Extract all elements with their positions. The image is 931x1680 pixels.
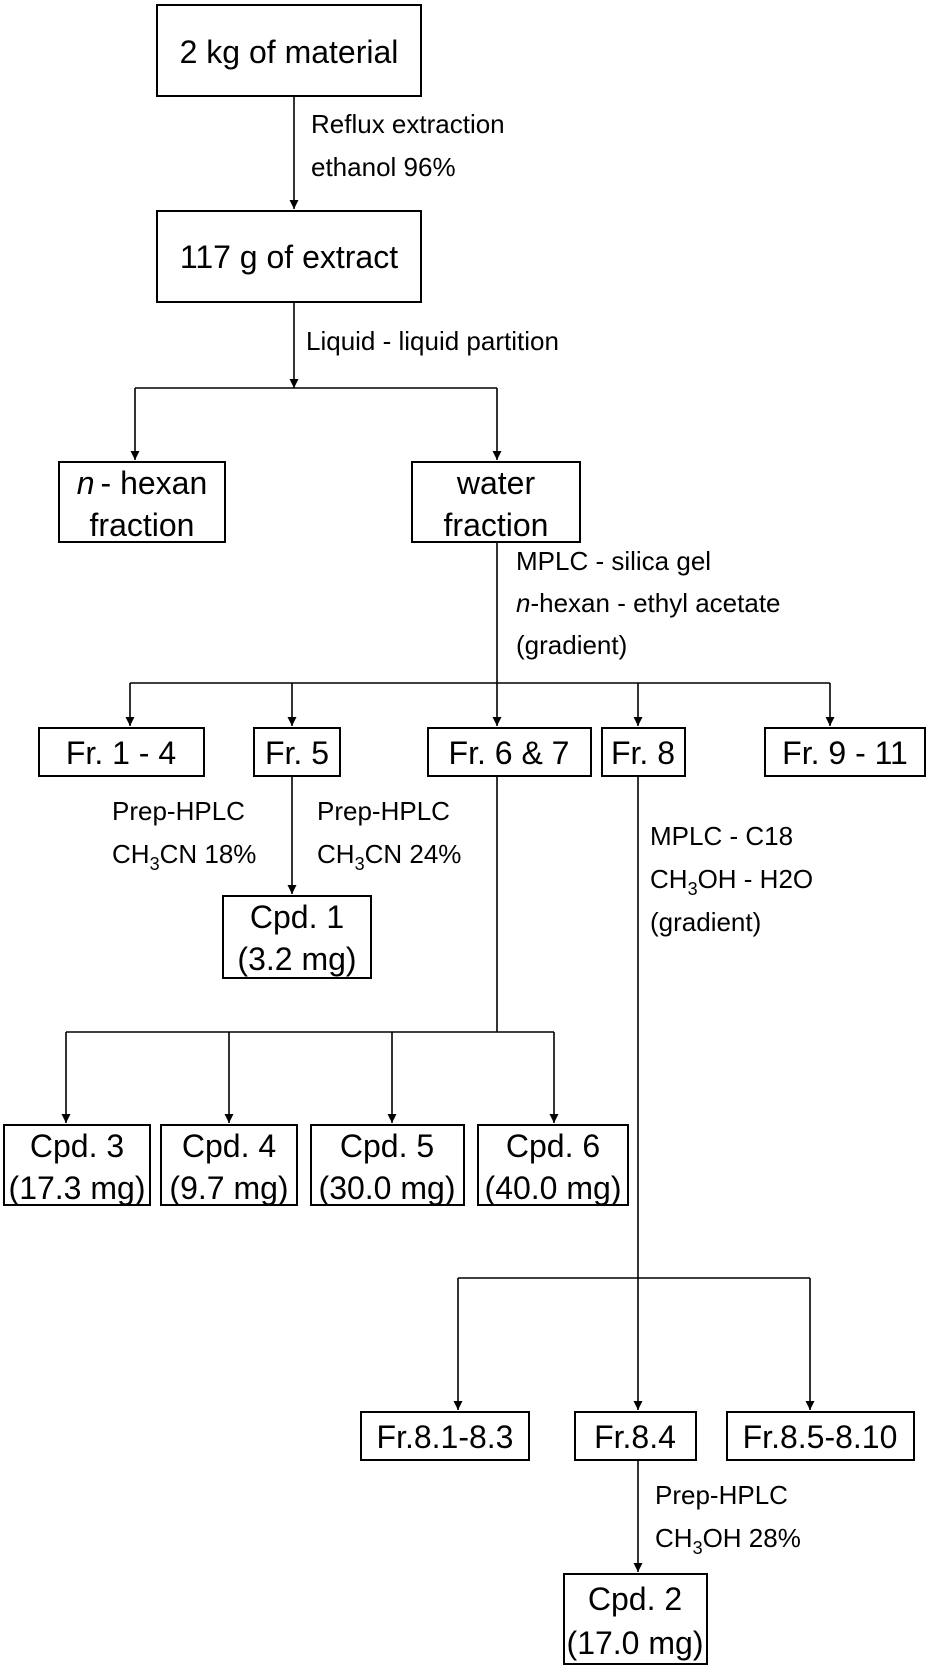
label-mplc-silica: MPLC - silica gel n-hexan - ethyl acetat…: [516, 546, 781, 660]
box-fr-8-1-text: Fr.8.1-8.3: [377, 1419, 514, 1455]
box-material: 2 kg of material: [156, 4, 422, 97]
box-hexan-fraction: n- hexan fraction: [58, 461, 226, 543]
connectors: [61, 96, 835, 1572]
label-mplc-silica-line1: MPLC - silica gel: [516, 546, 711, 576]
box-cpd-5: Cpd. 5 (30.0 mg): [310, 1124, 465, 1206]
box-cpd-3-line2: (17.3 mg): [9, 1170, 146, 1206]
label-prep-left-line1: Prep-HPLC: [112, 796, 245, 826]
box-water-fraction: water fraction: [411, 461, 581, 543]
box-cpd-4-line2: (9.7 mg): [169, 1170, 288, 1206]
box-fr-9-11-text: Fr. 9 - 11: [782, 735, 908, 771]
box-fr-9-11: Fr. 9 - 11: [764, 727, 926, 777]
box-cpd-2: Cpd. 2 (17.0 mg): [563, 1573, 708, 1665]
box-fr-1-4: Fr. 1 - 4: [38, 727, 205, 777]
box-fr-1-4-text: Fr. 1 - 4: [66, 735, 176, 771]
label-prep-c2-line1: Prep-HPLC: [655, 1480, 788, 1510]
box-extract: 117 g of extract: [156, 210, 422, 303]
label-prep-right-line2: CH3CN 24%: [317, 839, 461, 874]
label-mplc-c18-line1: MPLC - C18: [650, 821, 793, 851]
box-fr-8-text: Fr. 8: [611, 735, 675, 771]
label-prep-c2-line2: CH3OH 28%: [655, 1523, 801, 1558]
box-fr-8-1-8-3: Fr.8.1-8.3: [360, 1411, 530, 1461]
box-cpd-6: Cpd. 6 (40.0 mg): [477, 1124, 629, 1206]
box-fr-6-7-text: Fr. 6 & 7: [449, 735, 570, 771]
label-prep-right-line1: Prep-HPLC: [317, 796, 450, 826]
box-fr-8-4-text: Fr.8.4: [594, 1419, 676, 1455]
box-cpd-3: Cpd. 3 (17.3 mg): [3, 1124, 151, 1206]
label-prep-hplc-24: Prep-HPLC CH3CN 24%: [317, 796, 461, 874]
box-fr-8: Fr. 8: [601, 727, 686, 777]
box-fr-5: Fr. 5: [253, 727, 341, 777]
box-fr-5-text: Fr. 5: [265, 735, 329, 771]
label-reflux-line2: ethanol 96%: [311, 152, 456, 182]
label-mplc-silica-line2: n-hexan - ethyl acetate: [516, 588, 781, 618]
label-prep-hplc-28: Prep-HPLC CH3OH 28%: [655, 1480, 801, 1558]
label-partition: Liquid - liquid partition: [306, 326, 559, 356]
box-hexan-line2: fraction: [90, 507, 195, 543]
box-cpd-4: Cpd. 4 (9.7 mg): [160, 1124, 298, 1206]
box-fr-6-7: Fr. 6 & 7: [427, 727, 592, 777]
box-cpd-2-line1: Cpd. 2: [588, 1581, 682, 1617]
label-reflux-line1: Reflux extraction: [311, 109, 505, 139]
box-hexan-line1: n- hexan: [77, 465, 208, 501]
label-prep-hplc-18: Prep-HPLC CH3CN 18%: [112, 796, 256, 874]
box-extract-text: 117 g of extract: [180, 239, 398, 275]
box-cpd-5-line2: (30.0 mg): [319, 1170, 456, 1206]
box-water-line2: fraction: [444, 507, 549, 543]
box-cpd-1-line1: Cpd. 1: [250, 899, 344, 935]
box-cpd-4-line1: Cpd. 4: [182, 1128, 276, 1164]
box-fr-8-5-text: Fr.8.5-8.10: [743, 1419, 898, 1455]
box-cpd-6-line1: Cpd. 6: [506, 1128, 600, 1164]
label-reflux: Reflux extraction ethanol 96%: [311, 109, 505, 182]
box-cpd-5-line1: Cpd. 5: [340, 1128, 434, 1164]
box-fr-8-5-8-10: Fr.8.5-8.10: [726, 1411, 915, 1461]
box-cpd-1: Cpd. 1 (3.2 mg): [222, 895, 372, 979]
label-mplc-c18-line3: (gradient): [650, 907, 761, 937]
box-cpd-1-line2: (3.2 mg): [237, 941, 356, 977]
box-cpd-6-line2: (40.0 mg): [485, 1170, 622, 1206]
label-mplc-silica-line3: (gradient): [516, 630, 627, 660]
box-water-line1: water: [456, 465, 536, 501]
box-cpd-2-line2: (17.0 mg): [567, 1625, 704, 1661]
box-cpd-3-line1: Cpd. 3: [30, 1128, 124, 1164]
label-mplc-c18: MPLC - C18 CH3OH - H2O (gradient): [650, 821, 813, 937]
label-prep-left-line2: CH3CN 18%: [112, 839, 256, 874]
box-material-text: 2 kg of material: [180, 34, 399, 70]
label-mplc-c18-line2: CH3OH - H2O: [650, 864, 813, 899]
box-fr-8-4: Fr.8.4: [574, 1411, 697, 1461]
